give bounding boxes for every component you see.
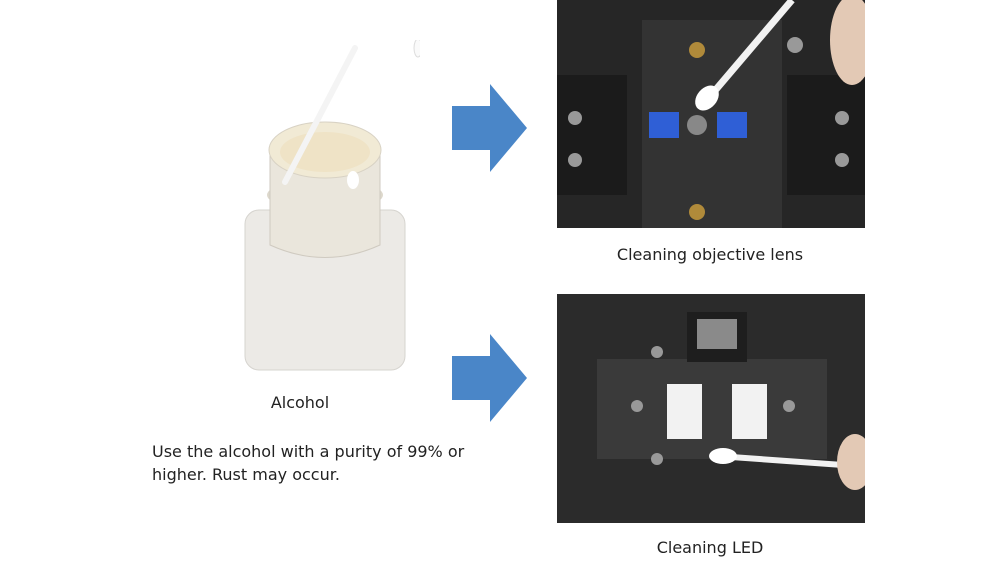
right-arrow-icon bbox=[452, 334, 527, 422]
alcohol-note: Use the alcohol with a purity of 99% or … bbox=[152, 442, 465, 484]
cleaning-objective-lens-photo bbox=[557, 0, 865, 228]
right-arrow-icon bbox=[452, 84, 527, 172]
alcohol-bottle-image bbox=[244, 40, 420, 371]
top-photo-caption: Cleaning objective lens bbox=[616, 245, 804, 264]
bottom-photo-caption: Cleaning LED bbox=[656, 538, 764, 557]
alcohol-label: Alcohol bbox=[270, 393, 330, 412]
cleaning-led-photo bbox=[557, 294, 865, 523]
